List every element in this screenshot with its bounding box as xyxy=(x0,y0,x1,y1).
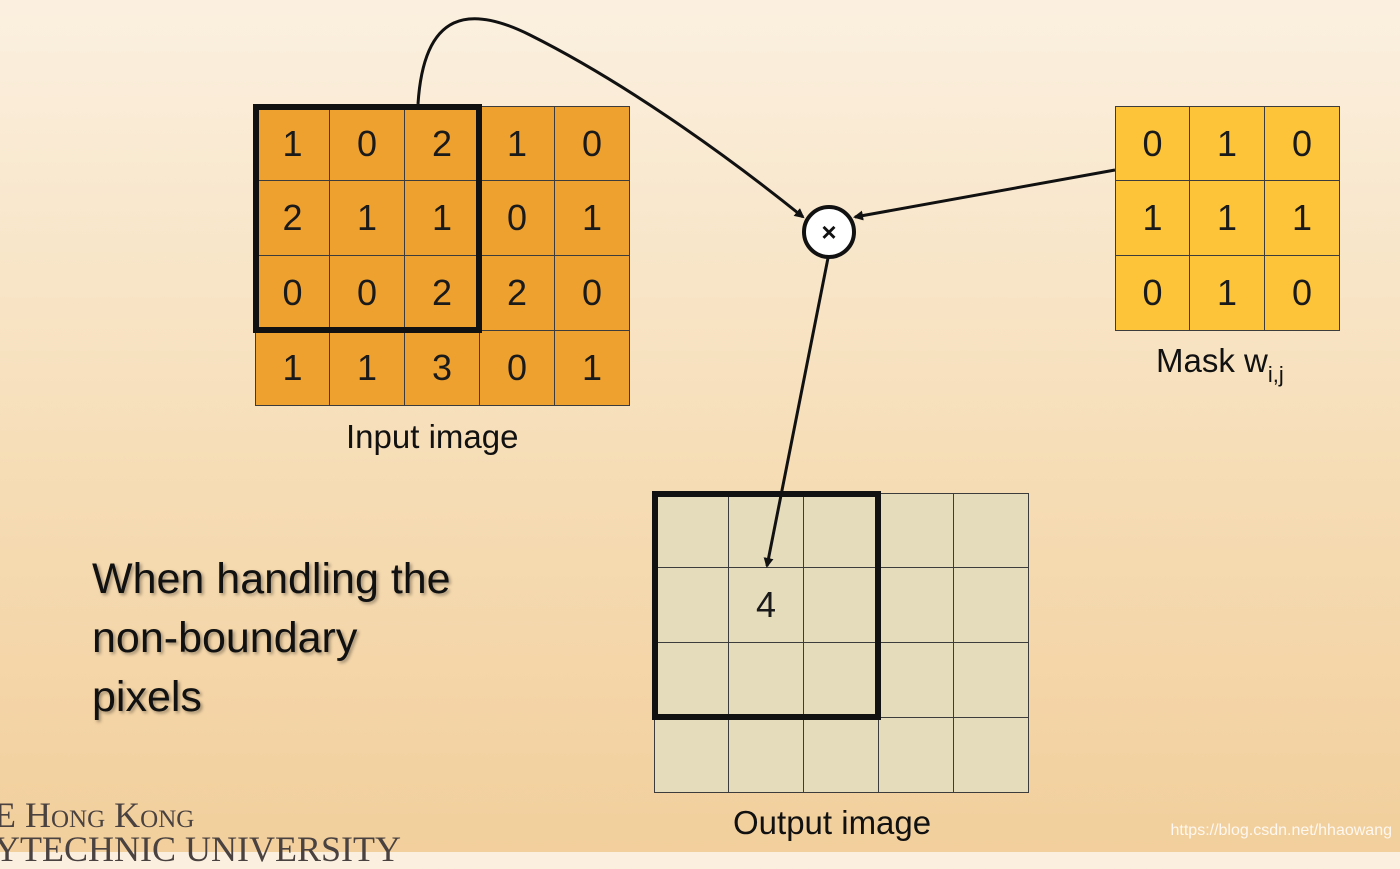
input-cell-r3-c4: 1 xyxy=(555,331,630,406)
arrow-mask-to-multiply xyxy=(853,168,1116,221)
output-cell-r2-c4 xyxy=(954,643,1029,718)
output-image-grid: 4 xyxy=(654,493,1029,793)
multiply-icon: × xyxy=(821,217,836,247)
mask-label-text: Mask w xyxy=(1156,342,1268,379)
input-image-label: Input image xyxy=(346,418,519,455)
mask-label-subscript: i,j xyxy=(1267,362,1284,387)
arrow-input-to-multiply xyxy=(416,17,805,219)
input-cell-r0-c0: 1 xyxy=(255,106,330,181)
input-cell-r1-c3: 0 xyxy=(480,181,555,256)
mask-cell-r0-c0: 0 xyxy=(1115,106,1190,181)
input-cell-r1-c1: 1 xyxy=(330,181,405,256)
output-cell-r3-c0 xyxy=(654,718,729,793)
output-neighborhood-window xyxy=(652,491,881,720)
mask-cell-r2-c2: 0 xyxy=(1265,256,1340,331)
input-cell-r0-c3: 1 xyxy=(480,106,555,181)
input-cell-r0-c2: 2 xyxy=(405,106,480,181)
arrow-multiply-to-output xyxy=(763,257,830,568)
input-cell-r1-c4: 1 xyxy=(555,181,630,256)
mask-cell-r0-c2: 0 xyxy=(1265,106,1340,181)
mask-label: Mask wi,j xyxy=(1156,342,1284,388)
mask-cell-r2-c0: 0 xyxy=(1115,256,1190,331)
caption-line-2: pixels xyxy=(92,673,202,721)
input-cell-r0-c1: 0 xyxy=(330,106,405,181)
logo-line-1: YTECHNIC UNIVERSITY xyxy=(0,829,401,869)
input-cell-r1-c2: 1 xyxy=(405,181,480,256)
input-cell-r1-c0: 2 xyxy=(255,181,330,256)
output-cell-r2-c3 xyxy=(879,643,954,718)
caption-line-1: non-boundary xyxy=(92,614,358,662)
multiply-node xyxy=(802,205,856,259)
input-cell-r3-c3: 0 xyxy=(480,331,555,406)
watermark-url: https://blog.csdn.net/hhaowang xyxy=(1170,822,1393,839)
output-cell-r3-c1 xyxy=(729,718,804,793)
mask-cell-r1-c0: 1 xyxy=(1115,181,1190,256)
logo-line-0: E Hong Kong xyxy=(0,795,195,835)
input-cell-r3-c0: 1 xyxy=(255,331,330,406)
output-cell-r0-c4 xyxy=(954,493,1029,568)
mask-cell-r1-c1: 1 xyxy=(1190,181,1265,256)
output-cell-r1-c0 xyxy=(654,568,729,643)
input-cell-r3-c1: 1 xyxy=(330,331,405,406)
output-cell-r3-c4 xyxy=(954,718,1029,793)
output-cell-r1-c3 xyxy=(879,568,954,643)
mask-cell-r2-c1: 1 xyxy=(1190,256,1265,331)
output-cell-r0-c1 xyxy=(729,493,804,568)
output-cell-r1-c2 xyxy=(804,568,879,643)
output-cell-r0-c3 xyxy=(879,493,954,568)
output-cell-r3-c3 xyxy=(879,718,954,793)
output-cell-r3-c2 xyxy=(804,718,879,793)
mask-cell-r1-c2: 1 xyxy=(1265,181,1340,256)
output-cell-r1-c4 xyxy=(954,568,1029,643)
input-cell-r0-c4: 0 xyxy=(555,106,630,181)
caption: When handling the non-boundary pixels xyxy=(92,550,532,727)
mask-cell-r0-c1: 1 xyxy=(1190,106,1265,181)
input-cell-r2-c4: 0 xyxy=(555,256,630,331)
input-cell-r3-c2: 3 xyxy=(405,331,480,406)
output-cell-r1-c1: 4 xyxy=(729,568,804,643)
input-cell-r2-c3: 2 xyxy=(480,256,555,331)
input-neighborhood-window xyxy=(253,104,482,333)
output-image-label: Output image xyxy=(733,804,932,841)
caption-line-0: When handling the xyxy=(92,555,451,603)
input-cell-r2-c0: 0 xyxy=(255,256,330,331)
